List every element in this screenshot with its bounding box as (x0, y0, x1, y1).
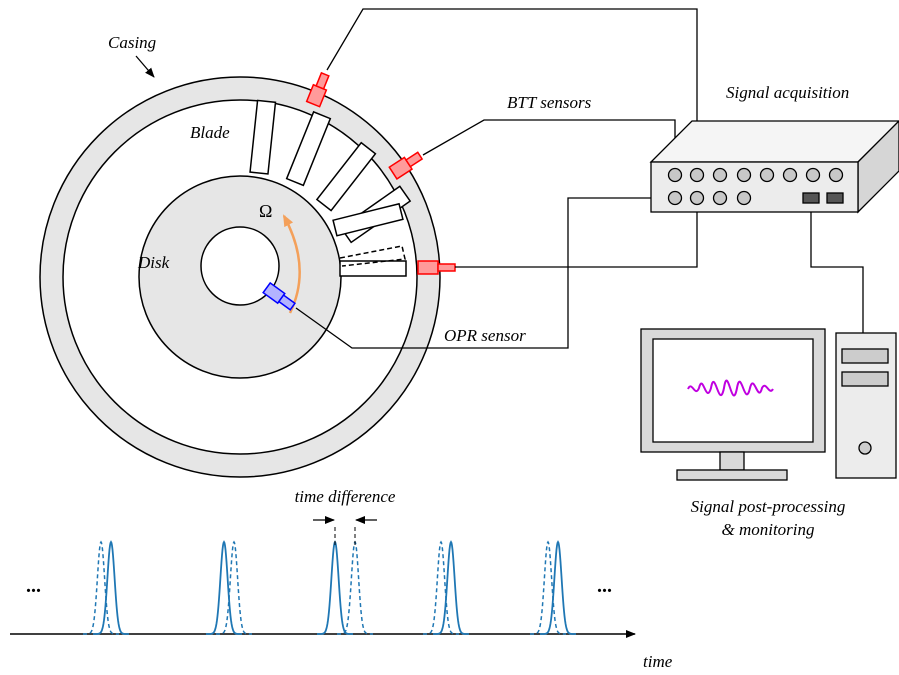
opr-sensor-label: OPR sensor (444, 326, 526, 345)
cable-btt-bottom (455, 205, 698, 268)
pulse-dashed (423, 540, 459, 635)
ellipsis-left: ... (26, 575, 41, 597)
pulse-solid (540, 540, 576, 635)
cable-computer (810, 207, 864, 333)
pc-power-button (858, 441, 872, 455)
pulse-dashed (83, 540, 119, 635)
daq-top-face (649, 120, 899, 163)
pc-drive-bay (841, 348, 889, 364)
pulse-solid (93, 540, 129, 635)
computer (640, 328, 897, 481)
btt-sensor-middle (388, 151, 424, 180)
pulse-solid (433, 540, 469, 635)
pulse-dashed (216, 540, 252, 635)
time-axis-label: time (643, 652, 673, 671)
daq-switch (826, 192, 844, 204)
casing-label: Casing (108, 33, 156, 52)
daq-ports (667, 167, 844, 206)
btt-sensors (305, 71, 456, 275)
blade (285, 110, 332, 187)
btt-sensor-top (305, 71, 330, 108)
pulses (83, 540, 576, 635)
daq-front-face (650, 161, 859, 213)
monitor-base (676, 469, 788, 481)
signal-acquisition-label: Signal acquisition (726, 83, 849, 102)
opr-sensor (262, 281, 296, 311)
blade (249, 99, 277, 175)
daq-switch (802, 192, 820, 204)
cable-opr (295, 197, 667, 349)
signal-acquisition-unit (649, 120, 899, 214)
blades (249, 99, 412, 277)
pulse-train (10, 516, 636, 638)
time-difference-label: time difference (295, 487, 396, 506)
disk-hub (200, 226, 280, 306)
blade-deflected-outline (339, 245, 406, 267)
blade (315, 141, 377, 212)
pulse-solid (206, 540, 242, 635)
btt-sensors-label: BTT sensors (507, 93, 592, 112)
blade (339, 260, 407, 277)
post-processing-label-line2: & monitoring (721, 520, 814, 539)
btt-sensor-bottom (417, 260, 456, 275)
pulse-solid (317, 540, 353, 635)
omega-label: Ω (259, 201, 272, 221)
blade (332, 202, 404, 237)
cable-btt-top (326, 8, 698, 172)
rotor-assembly (39, 76, 441, 478)
blade-label: Blade (190, 123, 230, 142)
ellipsis-right: ... (597, 575, 612, 597)
cables (295, 8, 864, 349)
casing-pointer-arrow (135, 55, 155, 78)
pc-drive-bay (841, 371, 889, 387)
post-processing-label-line1: Signal post-processing (691, 497, 846, 516)
cable-btt-middle (422, 119, 676, 172)
monitor-screen (652, 338, 814, 443)
monitor-waveform (687, 379, 774, 397)
disk-label: Disk (137, 253, 170, 272)
monitor-neck (719, 451, 745, 471)
pulse-dashed (530, 540, 566, 635)
